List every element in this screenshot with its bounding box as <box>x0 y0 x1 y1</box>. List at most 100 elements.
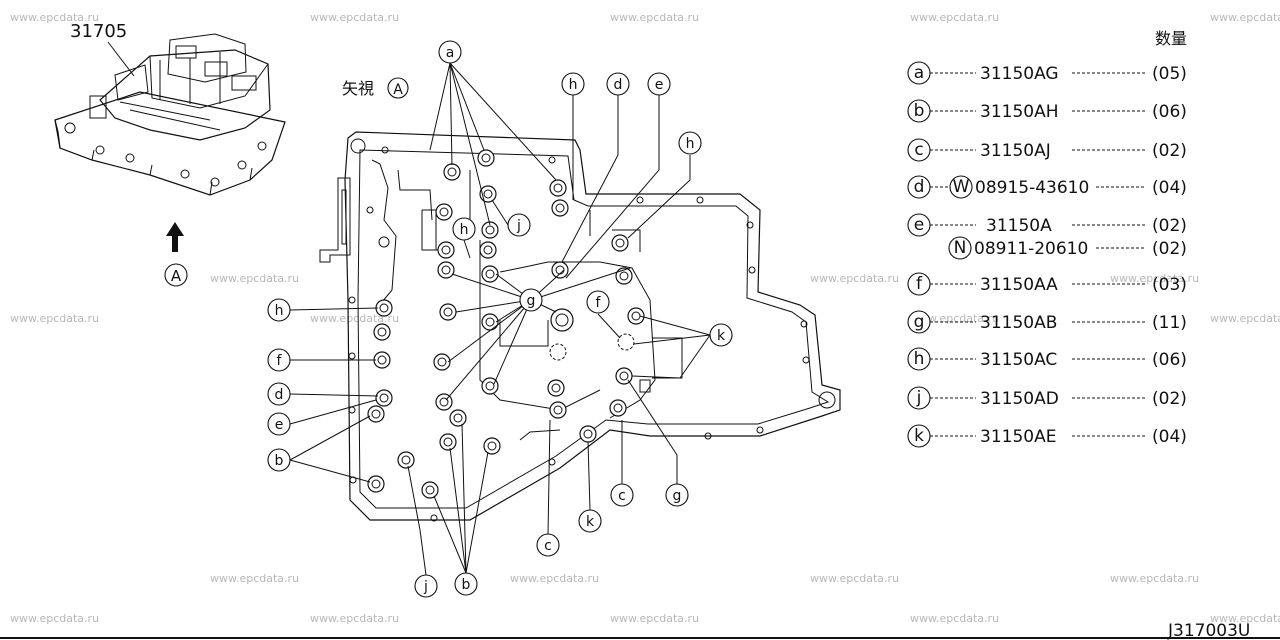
watermark: www.epcdata.ru <box>1210 312 1280 325</box>
watermark: www.epcdata.ru <box>1210 11 1280 24</box>
valve-channel <box>371 159 397 303</box>
valve-body-assembly-illustration: 31705 A <box>54 21 286 287</box>
outline-hole <box>548 156 556 164</box>
valve-port <box>499 320 549 347</box>
svg-text:31150AA: 31150AA <box>980 275 1058 295</box>
callout-left-f: f <box>267 348 291 372</box>
bolt <box>547 379 565 397</box>
svg-text:c: c <box>914 140 923 160</box>
watermark: www.epcdata.ru <box>910 612 999 625</box>
assembly-base-plate <box>54 91 286 196</box>
svg-text:(02): (02) <box>1152 389 1187 409</box>
bolt <box>437 241 455 259</box>
svg-text:08911-20610: 08911-20610 <box>974 239 1088 259</box>
svg-text:e: e <box>275 417 284 433</box>
callout-top-e: e <box>647 72 671 96</box>
watermark: www.epcdata.ru <box>810 272 899 285</box>
valve-port <box>639 379 651 393</box>
watermark-layer: www.epcdata.ru www.epcdata.ru www.epcdat… <box>10 11 1280 625</box>
bolt-hidden <box>617 333 635 351</box>
legend-row-j: j 31150AD (02) <box>907 386 1187 410</box>
bolt <box>433 353 451 371</box>
bolt <box>549 179 567 197</box>
view-label-text: 矢視 <box>342 79 374 98</box>
bolt <box>551 261 569 279</box>
svg-text:b: b <box>914 101 925 121</box>
bolt <box>439 303 457 321</box>
watermark: www.epcdata.ru <box>310 312 399 325</box>
view-label: 矢視 A <box>342 77 409 99</box>
watermark: www.epcdata.ru <box>1110 272 1199 285</box>
leader-line-e <box>289 399 377 425</box>
watermark: www.epcdata.ru <box>10 11 99 24</box>
callout-bottom-c: c <box>536 533 560 557</box>
callout-left-e: e <box>267 412 291 436</box>
svg-text:g: g <box>673 488 682 504</box>
bolt <box>551 199 569 217</box>
assembly-side-block <box>114 64 149 101</box>
svg-text:31150AG: 31150AG <box>980 64 1059 84</box>
bolt <box>481 265 499 283</box>
bolt <box>615 267 633 285</box>
bolt <box>611 234 629 252</box>
callout-bottom-g: g <box>665 483 689 507</box>
svg-text:c: c <box>544 538 552 554</box>
leader-line-d <box>561 95 619 263</box>
svg-text:(06): (06) <box>1152 350 1187 370</box>
qty-header: 数量 <box>1155 29 1187 48</box>
bolt-layer <box>367 149 645 499</box>
svg-text:(02): (02) <box>1152 239 1187 259</box>
bolt <box>397 451 415 469</box>
leader-line-j <box>491 199 509 226</box>
view-direction-arrow <box>166 222 184 252</box>
outline-hole <box>430 514 438 522</box>
svg-text:b: b <box>462 577 471 593</box>
svg-text:h: h <box>686 136 695 152</box>
callout-mid-j: j <box>507 213 531 237</box>
assembly-hole <box>64 122 76 134</box>
leader-line-g <box>445 267 631 401</box>
bolt <box>550 308 574 332</box>
valve-port <box>652 337 683 379</box>
valve-channel <box>519 429 561 441</box>
svg-text:(06): (06) <box>1152 102 1187 122</box>
legend-row-c: c 31150AJ (02) <box>907 138 1187 162</box>
svg-text:31150AD: 31150AD <box>980 389 1059 409</box>
assembly-detail-block <box>175 45 197 59</box>
callout-left-d: d <box>267 382 291 406</box>
bolt <box>449 409 467 427</box>
legend-row-h: h 31150AC (06) <box>907 347 1187 371</box>
watermark: www.epcdata.ru <box>310 612 399 625</box>
callout-layer: a h d e h h j g f k h f d e b c k c g j … <box>267 40 733 598</box>
svg-text:08915-43610: 08915-43610 <box>975 178 1089 198</box>
callout-bottom-b: b <box>454 572 478 596</box>
svg-text:(11): (11) <box>1152 313 1187 333</box>
svg-text:31150A: 31150A <box>986 216 1052 236</box>
mounting-boss <box>378 236 390 248</box>
callout-top-d: d <box>606 72 630 96</box>
view-ref-letter: A <box>171 267 182 285</box>
svg-text:j: j <box>423 579 428 595</box>
watermark: www.epcdata.ru <box>10 612 99 625</box>
assembly-detail-lines <box>119 52 221 131</box>
callout-bottom-j: j <box>414 574 438 598</box>
bolt <box>609 399 627 417</box>
svg-text:31150AC: 31150AC <box>980 350 1057 370</box>
svg-text:k: k <box>586 514 595 530</box>
view-label-letter: A <box>393 82 403 98</box>
svg-text:31150AJ: 31150AJ <box>980 141 1051 161</box>
leader-line-h <box>463 239 471 259</box>
callout-mid-h: h <box>452 217 476 241</box>
bolt <box>435 203 453 221</box>
leader-line-h <box>289 307 379 311</box>
watermark: www.epcdata.ru <box>1210 612 1280 625</box>
outline-hole <box>696 196 704 204</box>
leader-line-d <box>289 393 379 397</box>
outline-hole <box>348 352 356 360</box>
bolt <box>367 475 385 493</box>
svg-text:d: d <box>275 387 284 403</box>
callout-top-h: h <box>561 72 585 96</box>
assembly-upper-body <box>99 49 271 141</box>
callout-top-h2: h <box>678 131 702 155</box>
